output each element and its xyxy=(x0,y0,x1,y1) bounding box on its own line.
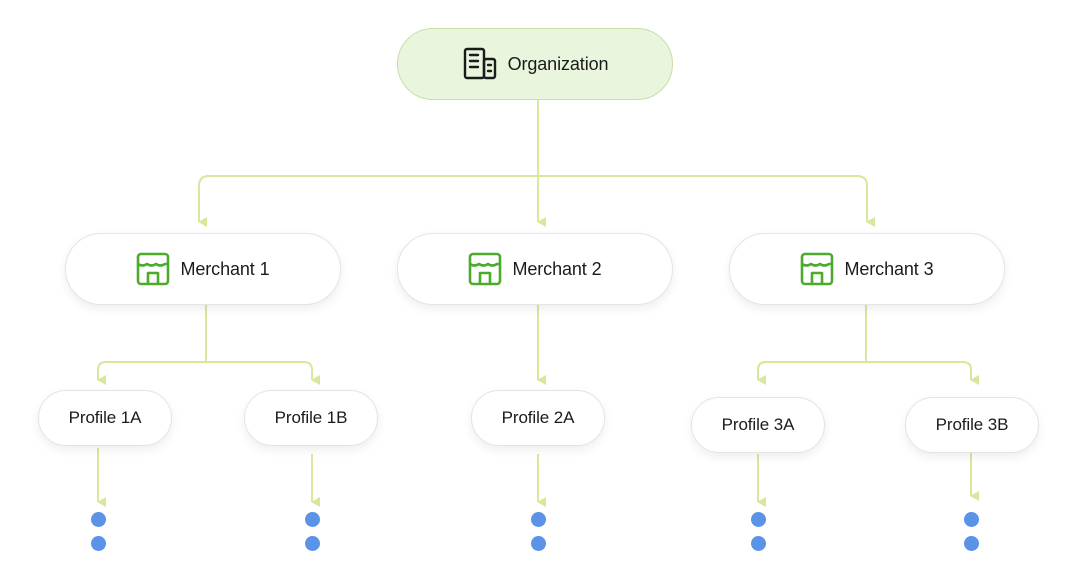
continuation-dot xyxy=(531,536,546,551)
storefront-icon xyxy=(800,252,834,286)
profile-label: Profile 2A xyxy=(501,408,575,427)
continuation-dot xyxy=(964,512,979,527)
profile-node-1a: Profile 1A xyxy=(38,390,172,446)
storefront-icon xyxy=(468,252,502,286)
merchant-label: Merchant 3 xyxy=(844,258,934,279)
profile-label: Profile 1B xyxy=(274,408,348,427)
merchant-node-3: Merchant 3 xyxy=(729,233,1005,305)
connector-merchant-1-to-profile-1a xyxy=(97,361,206,385)
continuation-dot xyxy=(964,536,979,551)
continuation-dot xyxy=(751,536,766,551)
continuation-dot xyxy=(305,512,320,527)
building-icon xyxy=(462,46,498,82)
continuation-dot xyxy=(91,536,106,551)
organization-node: Organization xyxy=(397,28,673,100)
profile-label: Profile 3A xyxy=(721,415,795,434)
profile-node-3a: Profile 3A xyxy=(691,397,825,453)
continuation-dot xyxy=(751,512,766,527)
profile-node-3b: Profile 3B xyxy=(905,397,1039,453)
profile-node-1b: Profile 1B xyxy=(244,390,378,446)
connector-merchant-1-to-profile-1b xyxy=(206,361,320,385)
profile-label: Profile 3B xyxy=(935,415,1009,434)
storefront-icon xyxy=(136,252,170,286)
connector-merchant-3-to-profile-3b xyxy=(866,361,979,385)
profile-node-2a: Profile 2A xyxy=(471,390,605,446)
profile-label: Profile 1A xyxy=(68,408,142,427)
connector-merchant-3-to-profile-3a xyxy=(757,361,866,385)
continuation-dot xyxy=(91,512,106,527)
connector-org-to-merchant-3 xyxy=(538,175,875,227)
merchant-node-2: Merchant 2 xyxy=(397,233,673,305)
merchant-label: Merchant 2 xyxy=(512,258,602,279)
merchant-node-1: Merchant 1 xyxy=(65,233,341,305)
organization-label: Organization xyxy=(507,53,609,74)
connector-org-to-merchant-1 xyxy=(198,175,538,227)
continuation-dot xyxy=(305,536,320,551)
continuation-dot xyxy=(531,512,546,527)
merchant-label: Merchant 1 xyxy=(180,258,270,279)
